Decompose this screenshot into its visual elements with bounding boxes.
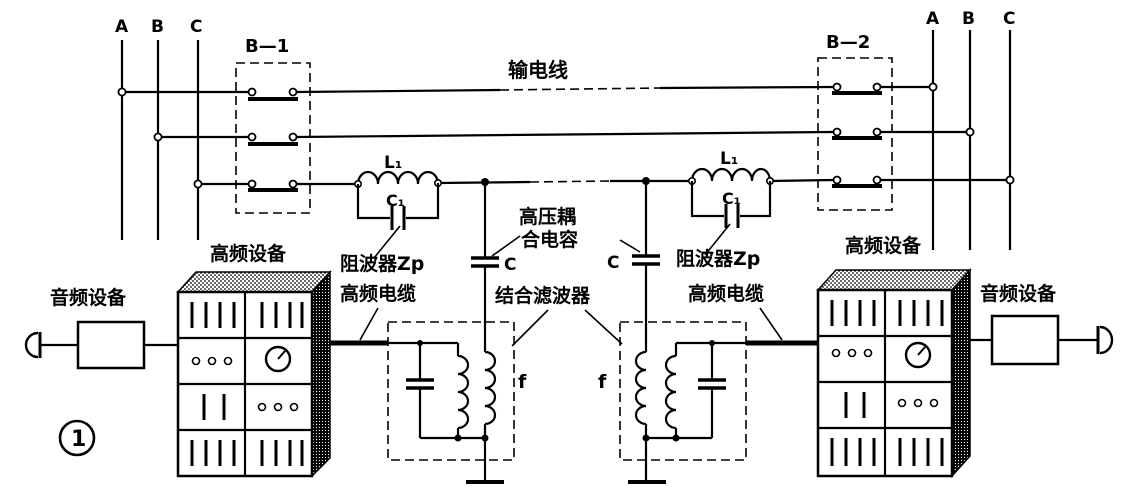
capacitor-c1-right: C₁ (722, 189, 741, 208)
right-busbars: A B C (926, 9, 1015, 250)
audio-equipment-right-label: 音频设备 (980, 282, 1057, 305)
phase-a-right: A (926, 9, 940, 29)
hf-equipment-left: 高频设备 (176, 242, 332, 478)
hf-equipment-right-label: 高频设备 (845, 234, 922, 257)
transmission-line-label: 输电线 (508, 58, 568, 82)
wave-trap-left-label: 阻波器Zp (340, 252, 424, 275)
coupling-label-line1: 高压耦 (519, 205, 576, 228)
capacitor-c1-left: C₁ (386, 191, 405, 210)
breaker-b1: B—1 (235, 36, 311, 214)
coupling-capacitor-left-symbol: C (504, 255, 516, 275)
phase-b-right: B (962, 9, 975, 29)
telephone-icon (1099, 325, 1114, 355)
hf-cable-left-label: 高频电缆 (340, 282, 416, 305)
phase-a-left: A (115, 17, 129, 37)
coupling-capacitor-left: C (471, 182, 516, 336)
breaker-b2: B—2 (817, 32, 893, 211)
audio-equipment-left-label: 音频设备 (50, 286, 127, 309)
inductor-l1-right: L₁ (720, 149, 738, 169)
figure-number-text: 1 (71, 427, 86, 452)
filter-right-symbol: f (598, 371, 607, 393)
wave-trap-left: L₁ C₁ 阻波器Zp (340, 153, 442, 275)
coupling-capacitor-right-symbol: C (607, 253, 619, 273)
filter-label: 结合滤波器 (495, 284, 591, 307)
wave-trap-right: L₁ C₁ 阻波器Zp (676, 149, 774, 270)
breaker-b1-label: B—1 (245, 36, 289, 57)
hf-equipment-left-label: 高频设备 (210, 242, 287, 265)
hf-equipment-right: 高频设备 (816, 234, 972, 478)
coupling-capacitor-right: C (607, 181, 660, 338)
coupling-filter-right: f (598, 321, 820, 484)
figure-number: 1 (58, 419, 96, 457)
telephone-icon (24, 331, 39, 359)
coupling-capacitor-callout: 高压耦 合电容 (491, 205, 641, 257)
filter-callout: 结合滤波器 (495, 284, 623, 347)
wave-trap-right-label: 阻波器Zp (676, 247, 760, 270)
audio-equipment-right: 音频设备 (970, 282, 1114, 366)
coupling-filter-left: f (335, 321, 527, 484)
transmission-lines: 输电线 (117, 58, 1015, 189)
audio-equipment-left: 音频设备 (24, 286, 178, 370)
left-busbars: A B C (115, 17, 202, 240)
filter-left-symbol: f (518, 371, 527, 393)
phase-b-left: B (151, 17, 164, 37)
coupling-label-line2: 合电容 (521, 228, 578, 251)
phase-c-left: C (190, 17, 202, 37)
breaker-b2-label: B—2 (826, 32, 870, 53)
hf-cables: 高频电缆 高频电缆 (322, 282, 818, 346)
inductor-l1-left: L₁ (384, 153, 402, 173)
hf-cable-right-label: 高频电缆 (688, 282, 764, 305)
phase-c-right: C (1003, 9, 1015, 29)
